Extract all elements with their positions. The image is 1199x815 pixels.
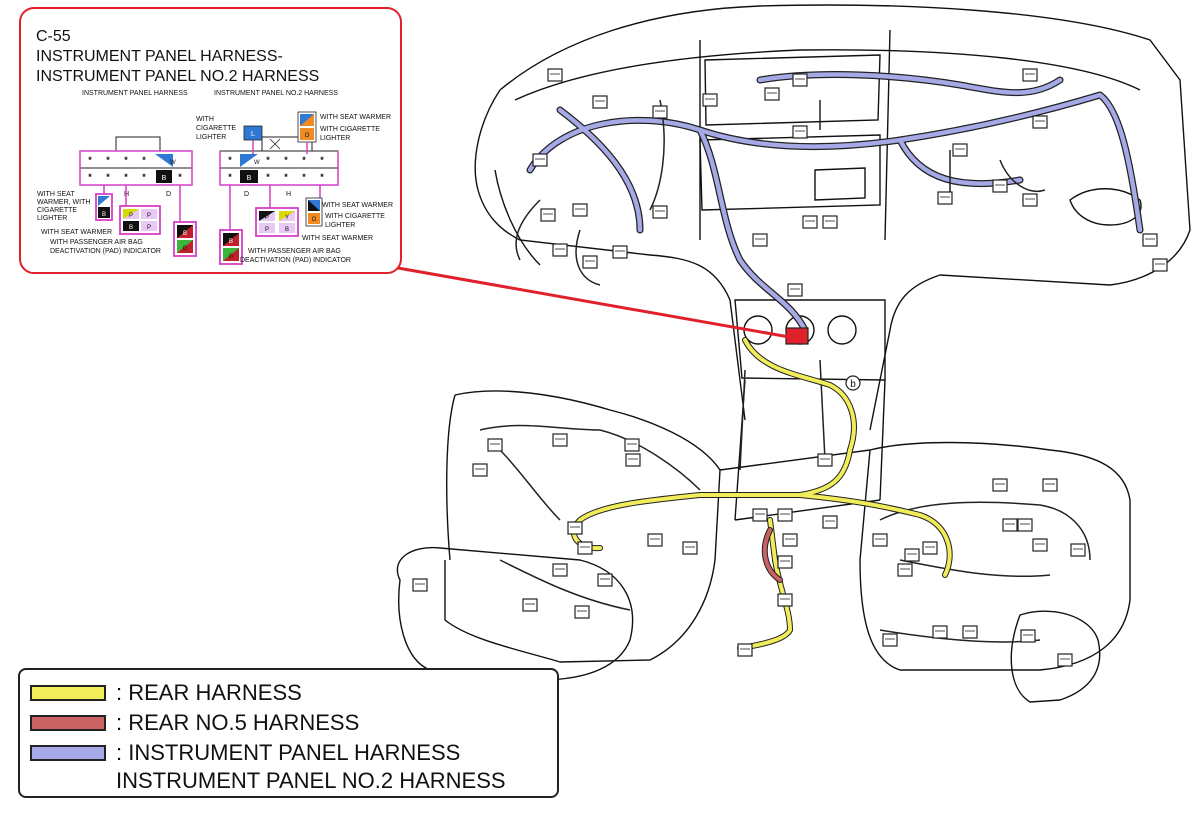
note-with-seat-warmer-cig-left: WITH SEAT WARMER, WITH CIGARETTE LIGHTER <box>37 191 92 222</box>
blue-wire <box>527 72 1143 333</box>
note-with-cigarette-lighter-top: WITH CIGARETTE LIGHTER <box>320 126 382 142</box>
svg-text:*: * <box>178 172 182 182</box>
legend-label: : INSTRUMENT PANEL HARNESS <box>116 740 461 765</box>
svg-text:B: B <box>285 227 289 233</box>
svg-text:*: * <box>106 172 110 182</box>
callout-title-line2: INSTRUMENT PANEL NO.2 HARNESS <box>36 68 319 85</box>
instrument-panel-harness-wires <box>526 71 1144 334</box>
svg-text:*: * <box>266 172 270 182</box>
svg-text:G: G <box>183 246 188 252</box>
left-pin-black <box>156 170 172 183</box>
note-with-seat-warmer-top: WITH SEAT WARMER <box>320 114 391 121</box>
left-pins-row1: * * * * <box>88 155 146 165</box>
right-pin-w: W <box>254 160 260 166</box>
svg-text:B: B <box>183 231 187 237</box>
svg-text:P: P <box>129 213 133 219</box>
svg-text:O: O <box>312 217 317 223</box>
svg-text:P: P <box>265 215 269 221</box>
right-pin-blue <box>240 154 258 167</box>
right-pin-d: D <box>244 191 249 198</box>
left-pin-w: W <box>170 160 176 166</box>
callout-pointer-line <box>397 266 796 340</box>
left-connector-label: INSTRUMENT PANEL HARNESS <box>82 90 188 97</box>
left-pad-connector: B G <box>173 221 197 257</box>
svg-text:*: * <box>124 172 128 182</box>
note-with-pad-left: WITH PASSENGER AIR BAG DEACTIVATION (PAD… <box>50 239 161 255</box>
left-pin-blue <box>155 154 173 167</box>
note-with-cigarette-lighter: WITH CIGARETTE LIGHTER <box>196 116 238 141</box>
legend-item-rear-harness: : REAR HARNESS <box>30 680 302 705</box>
note-with-seat-warmer-right1: WITH SEAT WARMER <box>322 202 393 209</box>
legend-item-instrument-panel-harness: : INSTRUMENT PANEL HARNESS <box>30 740 461 765</box>
svg-text:*: * <box>320 155 324 165</box>
note-with-pad-right: WITH PASSENGER AIR BAG DEACTIVATION (PAD… <box>240 248 351 264</box>
svg-text:*: * <box>142 155 146 165</box>
point-b-label: b <box>850 379 856 390</box>
left-small-connector-b: P P B P <box>119 205 161 235</box>
right-pin-h: H <box>286 191 291 198</box>
svg-text:*: * <box>228 155 232 165</box>
right-pad-connector: B G <box>219 229 243 265</box>
connectors <box>412 68 1168 667</box>
svg-text:*: * <box>302 155 306 165</box>
right-pin-l: L <box>251 131 255 138</box>
left-pin-d: D <box>166 191 171 198</box>
left-pins-row2: * * * * * <box>88 172 182 182</box>
left-pin-b: B <box>162 175 167 182</box>
svg-text:*: * <box>124 155 128 165</box>
point-b-marker: b <box>845 375 861 391</box>
legend-label: : REAR NO.5 HARNESS <box>116 710 360 735</box>
right-magenta-leads <box>219 140 339 230</box>
legend-label-line2: INSTRUMENT PANEL NO.2 HARNESS <box>116 768 506 793</box>
note-with-cigarette-lighter-right: WITH CIGARETTE LIGHTER <box>325 213 387 229</box>
svg-text:*: * <box>302 172 306 182</box>
svg-text:P: P <box>147 213 151 219</box>
svg-text:B: B <box>129 225 133 231</box>
legend-swatch-red <box>30 715 106 731</box>
callout-box: C-55 INSTRUMENT PANEL HARNESS- INSTRUMEN… <box>19 7 402 274</box>
right-top-small-connector: O <box>297 111 317 143</box>
right-pins: * * * * * * * * * * <box>228 155 324 182</box>
svg-text:*: * <box>320 172 324 182</box>
right-pin-b: B <box>247 175 252 182</box>
branch-wires <box>479 99 1091 643</box>
svg-text:*: * <box>88 172 92 182</box>
left-connector-body <box>79 136 193 186</box>
legend-item-rear-no5-harness: : REAR NO.5 HARNESS <box>30 710 360 735</box>
svg-text:Y: Y <box>285 215 289 221</box>
svg-text:P: P <box>265 227 269 233</box>
svg-text:*: * <box>284 172 288 182</box>
connector-code: C-55 <box>36 28 71 45</box>
rear-no5-harness-wires <box>761 527 783 583</box>
legend-swatch-blue <box>30 745 106 761</box>
legend: : REAR HARNESS : REAR NO.5 HARNESS : INS… <box>18 668 559 798</box>
legend-label: : REAR HARNESS <box>116 680 302 705</box>
right-pin-black <box>240 170 258 183</box>
svg-text:*: * <box>106 155 110 165</box>
svg-text:*: * <box>142 172 146 182</box>
legend-swatch-yellow <box>30 685 106 701</box>
callout-title-line1: INSTRUMENT PANEL HARNESS- <box>36 48 283 65</box>
svg-text:B: B <box>229 239 233 245</box>
svg-text:*: * <box>228 172 232 182</box>
svg-text:G: G <box>229 254 234 260</box>
svg-text:*: * <box>266 155 270 165</box>
svg-text:B: B <box>102 212 106 218</box>
svg-text:*: * <box>88 155 92 165</box>
right-connector-label: INSTRUMENT PANEL NO.2 HARNESS <box>214 90 338 97</box>
svg-text:O: O <box>305 133 310 139</box>
left-small-connector-a: B <box>95 193 113 221</box>
red-wire <box>762 528 782 582</box>
right-small-connector-a: O <box>305 197 323 227</box>
right-small-connector-b: P Y P B <box>255 207 299 237</box>
note-with-seat-warmer-left: WITH SEAT WARMER <box>41 229 112 236</box>
svg-text:*: * <box>284 155 288 165</box>
right-connector-body <box>219 136 339 186</box>
svg-text:P: P <box>147 225 151 231</box>
note-with-seat-warmer-right2: WITH SEAT WARMER <box>302 235 373 242</box>
